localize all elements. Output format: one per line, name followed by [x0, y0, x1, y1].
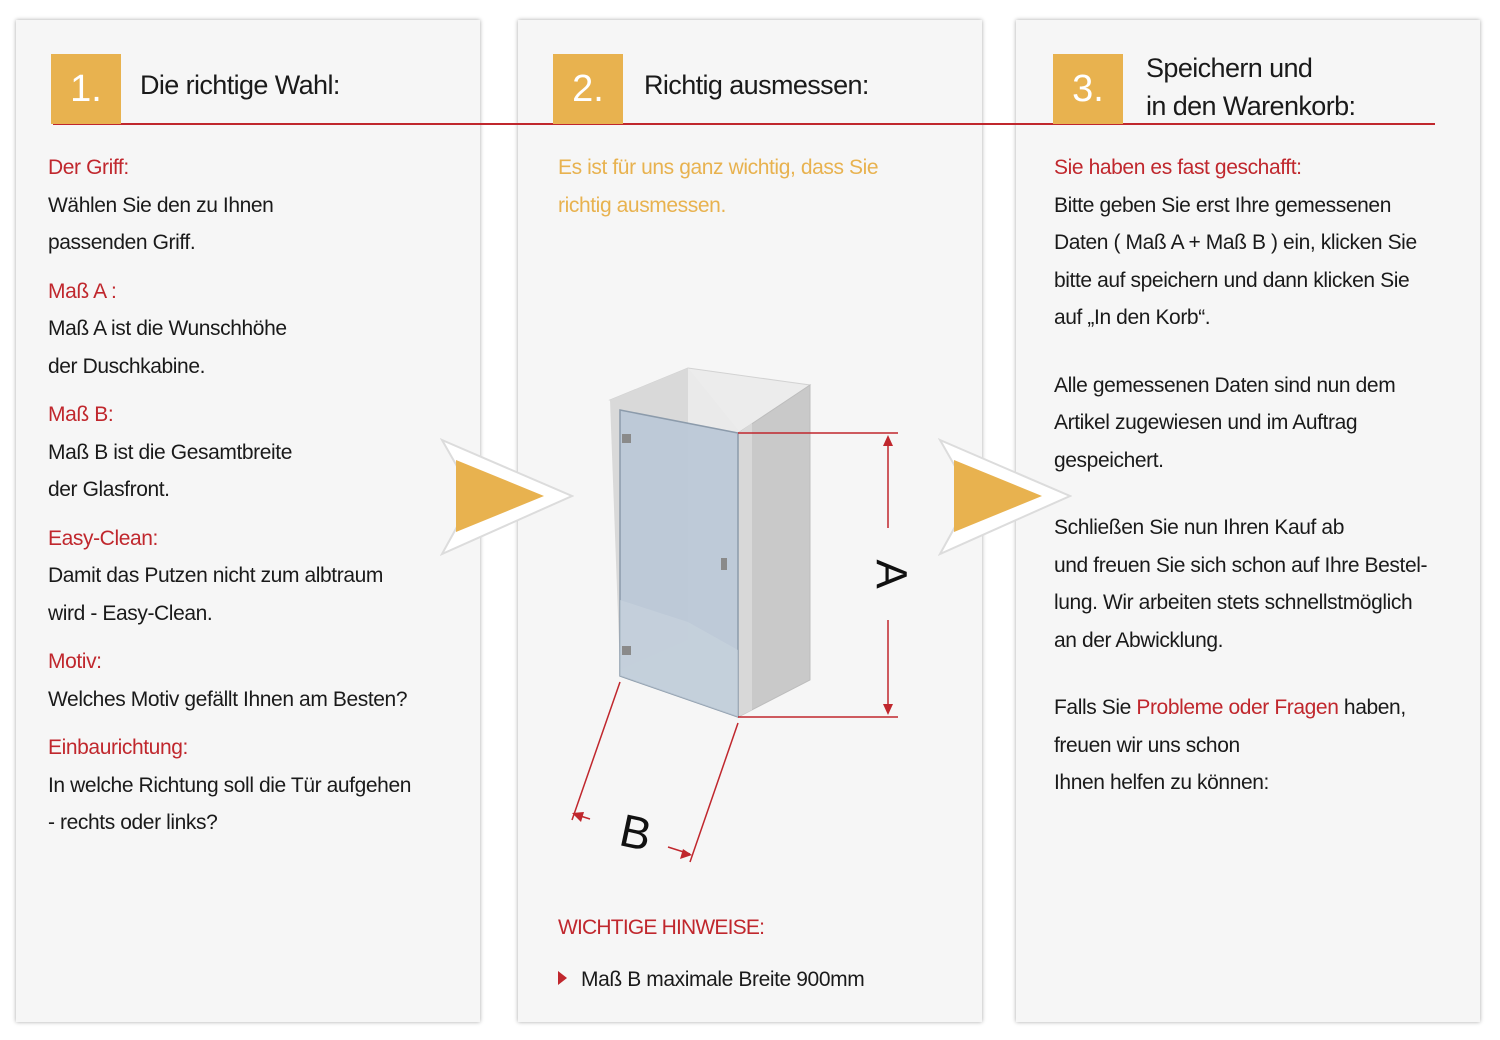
section-text: In welche Richtung soll die Tür aufgehen — [48, 773, 412, 797]
paragraph-line: und freuen Sie sich schon auf Ihre Beste… — [1054, 553, 1428, 577]
step-3-title-line: in den Warenkorb: — [1146, 91, 1356, 121]
step-1-content: Der Griff: Wählen Sie den zu Ihnen passe… — [48, 149, 411, 842]
step-3-title-line: Speichern und — [1146, 53, 1313, 83]
section-text: Wählen Sie den zu Ihnen — [48, 193, 274, 217]
section-heading: Sie haben es fast geschafft: — [1054, 156, 1302, 179]
paragraph-line: Alle gemessenen Daten sind nun dem — [1054, 373, 1396, 397]
step-1-number: 1. — [51, 54, 121, 124]
section-heading: Einbaurichtung: — [48, 736, 188, 759]
next-step-arrow-icon — [440, 438, 574, 556]
section-text: Welches Motiv gefällt Ihnen am Besten? — [48, 687, 408, 711]
header-divider-line — [53, 123, 1435, 125]
step-1-title: Die richtige Wahl: — [140, 70, 340, 100]
paragraph-line: freuen wir uns schon — [1054, 733, 1240, 757]
step-2-number: 2. — [553, 54, 623, 124]
paragraph-line: lung. Wir arbeiten stets schnellstmöglic… — [1054, 591, 1413, 614]
paragraph-line: Bitte geben Sie erst Ihre gemessenen — [1054, 193, 1391, 217]
step-3-title: Speichern und in den Warenkorb: — [1146, 49, 1356, 125]
label-a: A — [866, 559, 915, 589]
shower-measure-diagram: A B — [571, 367, 915, 863]
notes-heading: WICHTIGE HINWEISE: — [558, 916, 765, 939]
section-text: Damit das Putzen nicht zum albtraum — [48, 564, 383, 587]
section-heading: Maß B: — [48, 403, 114, 426]
paragraph-line: bitte auf speichern und dann klicken Sie — [1054, 268, 1410, 292]
paragraph-line: gespeichert. — [1054, 448, 1164, 472]
notes-section: WICHTIGE HINWEISE: Maß B maximale Breite… — [558, 909, 865, 999]
intro-text: richtig ausmessen. — [558, 193, 726, 217]
paragraph-line: an der Abwicklung. — [1054, 628, 1224, 652]
section-heading: Maß A : — [48, 279, 117, 303]
section-heading: Der Griff: — [48, 156, 129, 179]
section-text: der Duschkabine. — [48, 354, 206, 378]
paragraph-line: Schließen Sie nun Ihren Kauf ab — [1054, 516, 1344, 539]
section-text: Maß B ist die Gesamtbreite — [48, 440, 293, 464]
next-step-arrow-icon — [938, 438, 1072, 556]
note-item: Maß B maximale Breite 900mm — [558, 961, 865, 999]
step-3-content: Sie haben es fast geschafft: Bitte geben… — [1054, 149, 1428, 802]
step-3-number: 3. — [1053, 54, 1123, 124]
section-text: wird - Easy-Clean. — [48, 601, 213, 625]
bullet-triangle-icon — [558, 970, 567, 985]
paragraph-line: Daten ( Maß A + Maß B ) ein, klicken Sie — [1054, 231, 1417, 254]
intro-text: Es ist für uns ganz wichtig, dass Sie — [558, 156, 879, 179]
step-2-title: Richtig ausmessen: — [644, 70, 869, 100]
section-text: Maß A ist die Wunschhöhe — [48, 317, 287, 340]
section-text: - rechts oder links? — [48, 811, 218, 834]
paragraph-line: Ihnen helfen zu können: — [1054, 771, 1269, 794]
section-heading: Easy-Clean: — [48, 526, 158, 550]
section-text: der Glasfront. — [48, 478, 170, 501]
paragraph-line: Artikel zugewiesen und im Auftrag — [1054, 411, 1358, 434]
paragraph-line: auf „In den Korb“. — [1054, 306, 1211, 329]
label-b: B — [615, 804, 656, 861]
step-2-intro: Es ist für uns ganz wichtig, dass Sie ri… — [558, 149, 879, 224]
step-1-panel — [16, 20, 480, 1022]
problems-link[interactable]: Probleme oder Fragen — [1136, 696, 1339, 719]
section-text: passenden Griff. — [48, 231, 196, 254]
step-3-panel — [1016, 20, 1480, 1022]
section-heading: Motiv: — [48, 650, 102, 673]
paragraph-line: Falls Sie Probleme oder Fragen haben, — [1054, 696, 1406, 719]
